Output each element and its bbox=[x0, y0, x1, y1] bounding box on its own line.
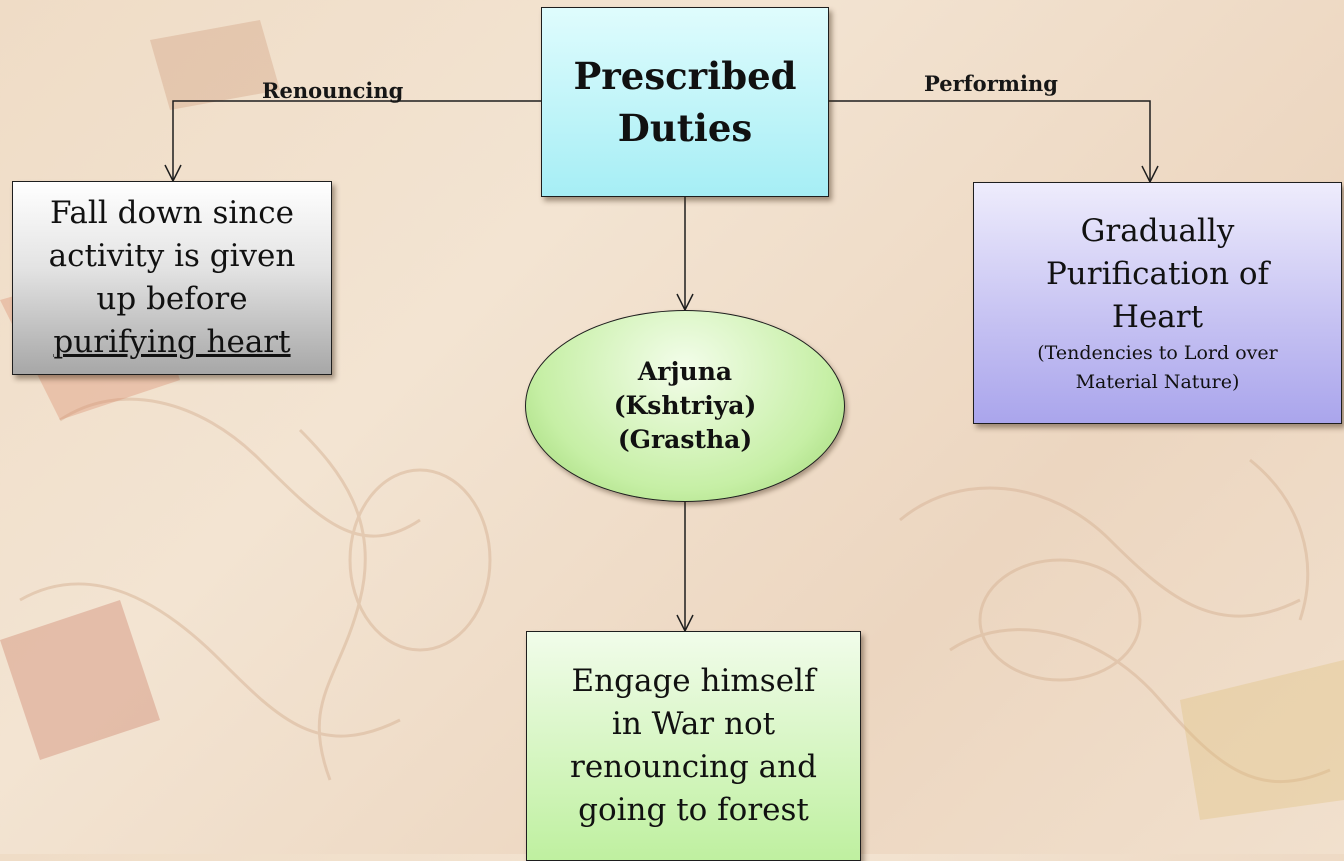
node-fall-down: Fall down since activity is given up bef… bbox=[12, 181, 332, 375]
connector-performing bbox=[829, 100, 1151, 182]
node-text-line-underlined: purifying heart bbox=[53, 324, 291, 360]
node-text-line: going to forest bbox=[578, 792, 809, 828]
node-text-line: Fall down since bbox=[50, 195, 294, 231]
node-text-line: up before bbox=[96, 281, 248, 317]
node-text-line: Engage himself bbox=[571, 663, 816, 699]
node-text-line: Heart bbox=[1111, 298, 1204, 335]
connector-renouncing bbox=[172, 100, 541, 181]
edge-label-performing: Performing bbox=[924, 71, 1058, 96]
node-text-line: Arjuna bbox=[637, 357, 733, 386]
node-subtext-line: Material Nature) bbox=[1075, 370, 1240, 393]
node-engage-in-war: Engage himself in War not renouncing and… bbox=[526, 631, 861, 861]
node-text-line: (Grastha) bbox=[617, 425, 753, 454]
node-arjuna: Arjuna (Kshtriya) (Grastha) bbox=[525, 310, 845, 502]
node-text-line: Gradually bbox=[1080, 212, 1235, 249]
node-text-line: Prescribed bbox=[573, 54, 797, 98]
node-text-line: Duties bbox=[617, 106, 753, 150]
node-text-line: activity is given bbox=[48, 238, 296, 274]
node-text-line: (Kshtriya) bbox=[613, 391, 757, 420]
node-text-line: renouncing and bbox=[570, 749, 817, 785]
node-prescribed-duties: Prescribed Duties bbox=[541, 7, 829, 197]
node-text-line: Purification of bbox=[1045, 255, 1270, 292]
edge-label-renouncing: Renouncing bbox=[262, 78, 404, 103]
node-text-line: in War not bbox=[611, 706, 776, 742]
node-purification: Gradually Purification of Heart (Tendenc… bbox=[973, 182, 1342, 424]
node-subtext-line: (Tendencies to Lord over bbox=[1037, 341, 1278, 364]
